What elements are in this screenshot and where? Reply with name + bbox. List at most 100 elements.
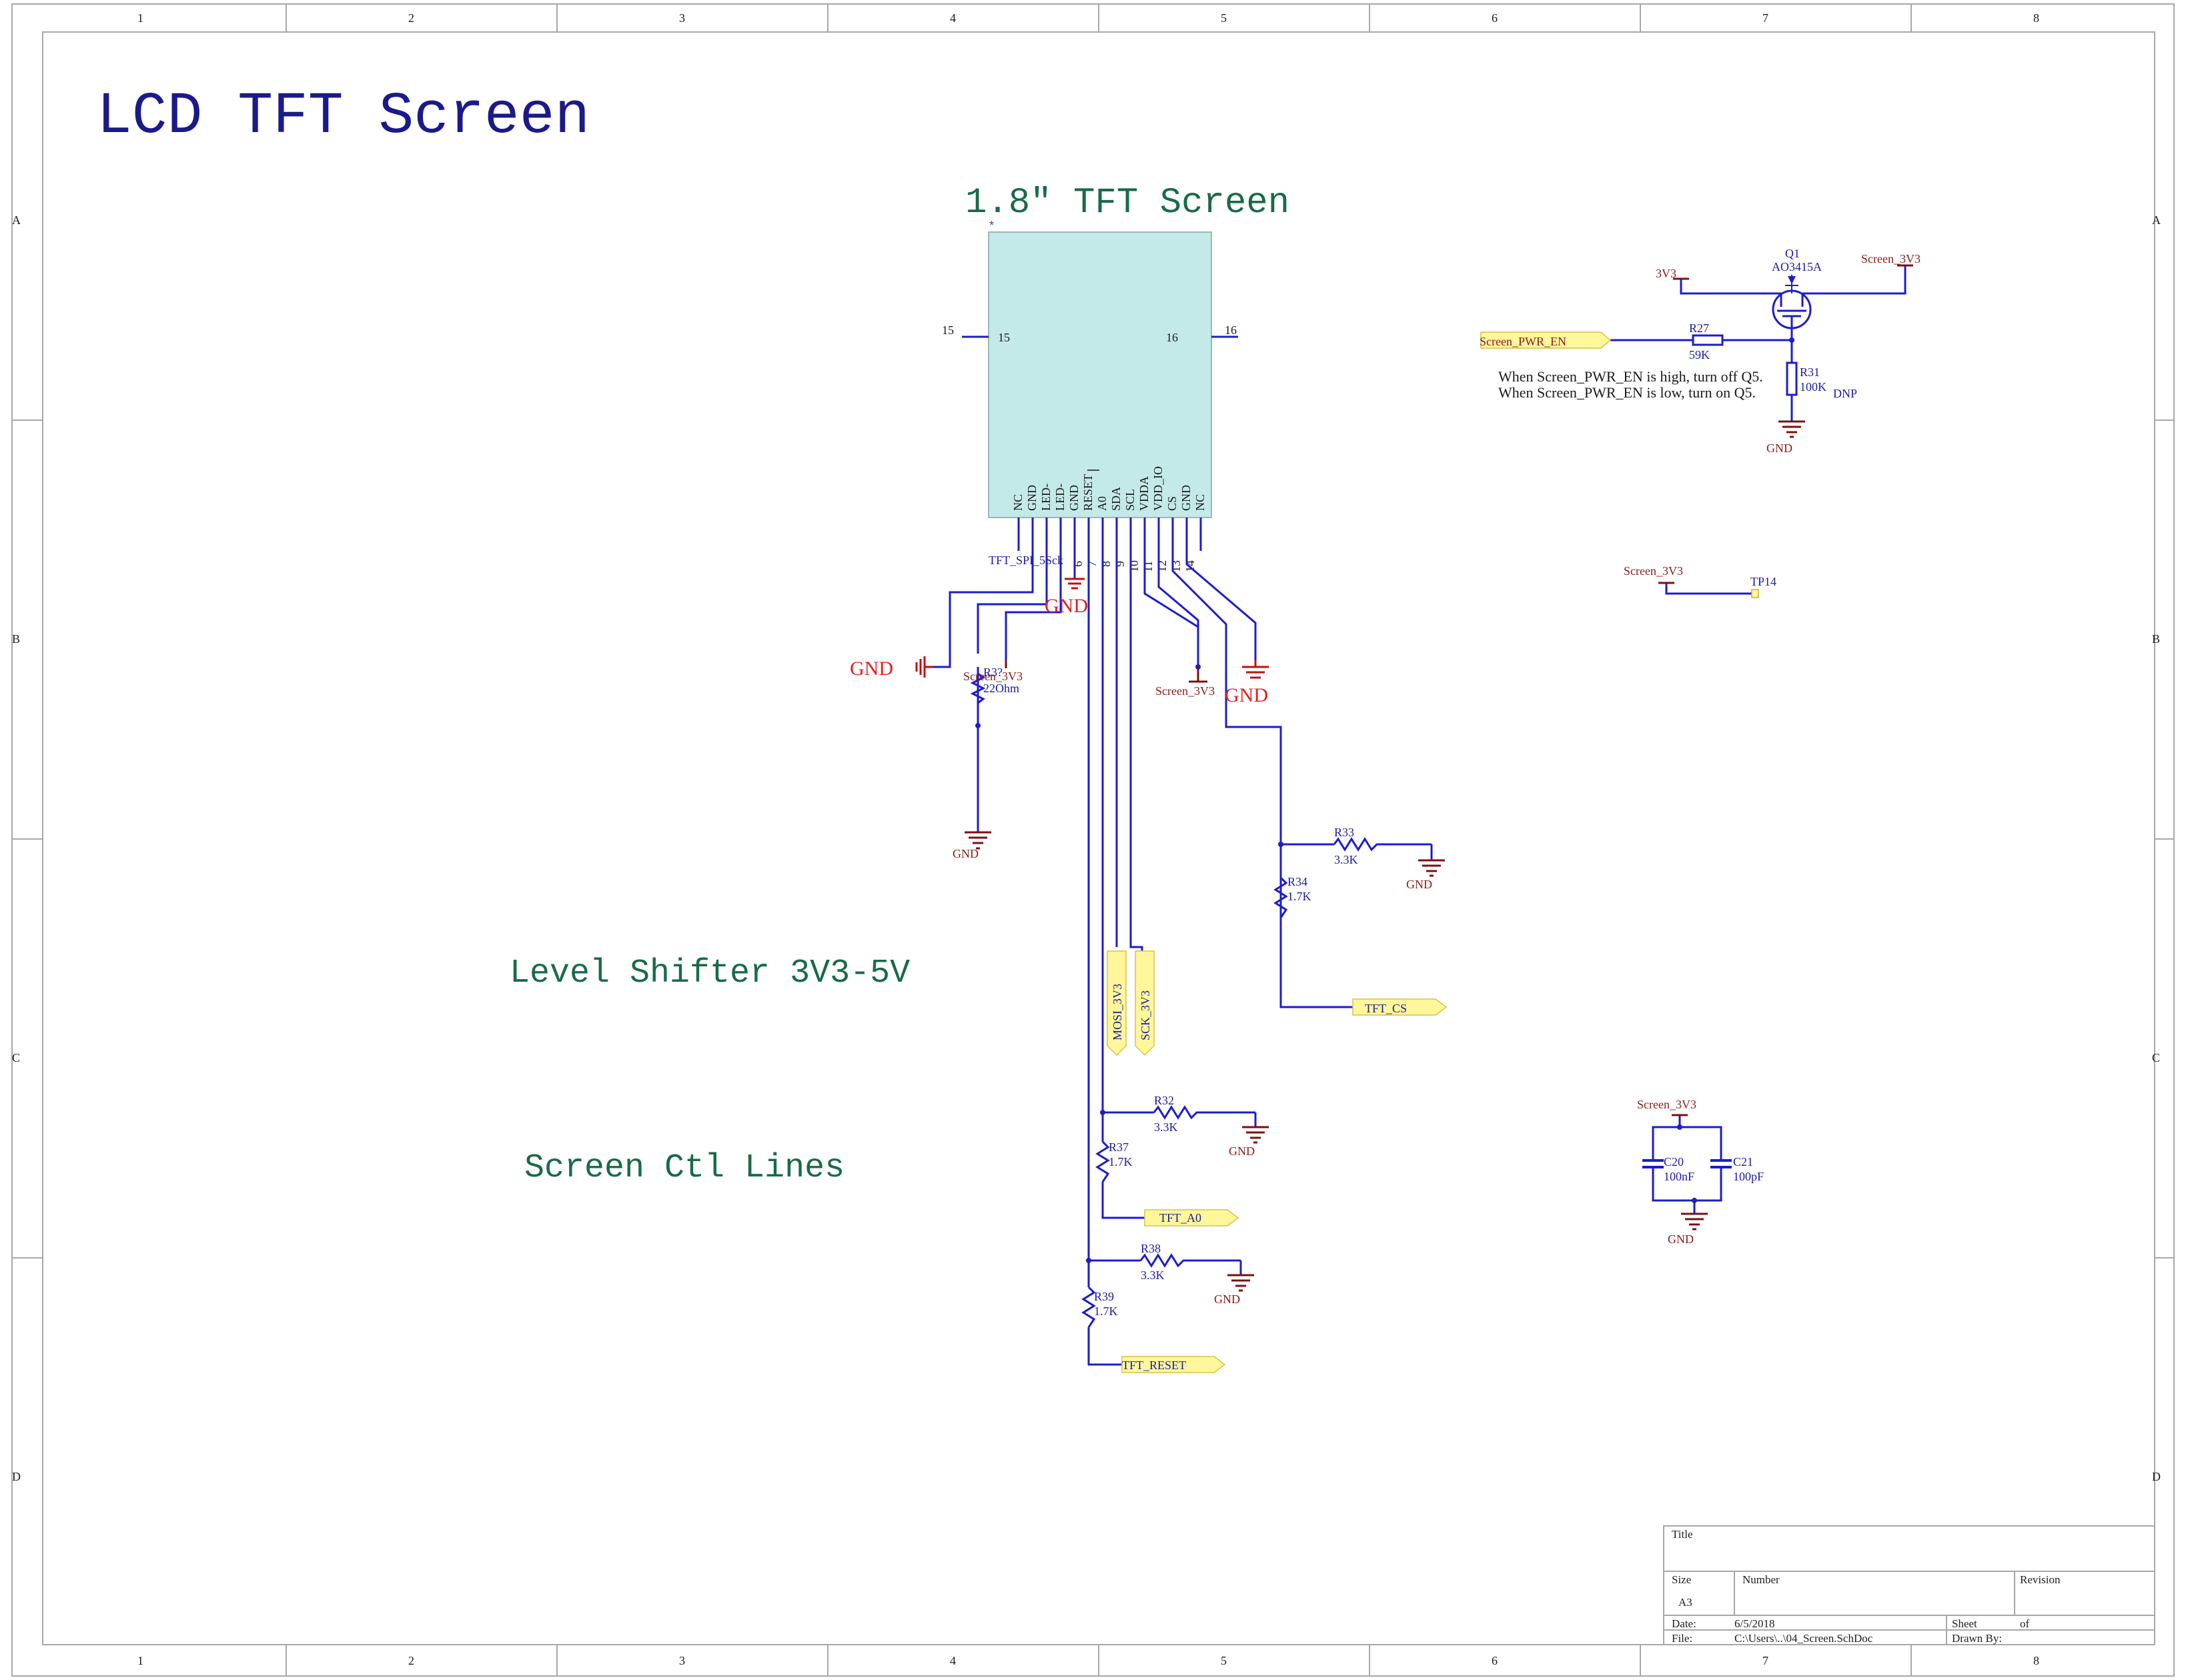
gnd-r33-symbol <box>1418 859 1445 877</box>
pin-number-13: 13 <box>1169 560 1183 572</box>
col-7-label-bottom: 7 <box>1762 1654 1768 1667</box>
gnd-red-left-symbol <box>915 656 933 678</box>
resistor-r31-symbol[interactable] <box>1786 361 1798 396</box>
r33-value: 3.3K <box>1334 853 1358 866</box>
col-6-label-bottom: 6 <box>1492 1654 1498 1667</box>
r37-ref: R37 <box>1109 1140 1129 1154</box>
junction-cap-bottom <box>1692 1198 1697 1203</box>
pin-name-13: GND <box>1179 485 1193 511</box>
screen-pwr-en-label: Screen_PWR_EN <box>1480 335 1566 348</box>
gnd-led-symbol <box>965 831 991 850</box>
row-a-label: A <box>12 213 21 227</box>
frame-row-labels: A B C D A B C D <box>12 213 2161 1483</box>
screen-label: 1.8" TFT Screen <box>965 183 1289 223</box>
gnd-r31-symbol <box>1778 420 1805 438</box>
pin-name-12: CS <box>1165 496 1179 511</box>
tft-a0-flag[interactable] <box>1144 1209 1239 1226</box>
pin-name-4: LED- <box>1053 484 1067 511</box>
r27-value: 59K <box>1689 348 1710 361</box>
col-1-label-bottom: 1 <box>137 1654 143 1667</box>
resistor-r38-symbol[interactable] <box>1139 1253 1187 1268</box>
col-3-label: 3 <box>679 11 685 25</box>
c21-ref: C21 <box>1733 1155 1753 1168</box>
gnd-r33-label: GND <box>1406 878 1432 891</box>
capacitor-c20-symbol[interactable] <box>1642 1159 1664 1168</box>
col-3-label-bottom: 3 <box>679 1654 685 1667</box>
tft-a0-label: TFT_A0 <box>1159 1211 1201 1224</box>
resistor-r39-symbol[interactable] <box>1081 1286 1096 1328</box>
resistor-r33-symbol[interactable] <box>1333 837 1381 852</box>
r31-dnp: DNP <box>1833 387 1857 400</box>
pwr-note-line2: When Screen_PWR_EN is low, turn on Q5. <box>1498 384 1756 401</box>
resistor-r34-symbol[interactable] <box>1273 876 1288 918</box>
r-led-value: 22Ohm <box>983 682 1019 695</box>
resistor-r27-symbol[interactable] <box>1692 334 1724 346</box>
r27-ref: R27 <box>1689 321 1709 335</box>
r-led-ref: R3? <box>983 666 1003 679</box>
pin-name-6: RESET <box>1081 474 1095 511</box>
r38-value: 3.3K <box>1141 1269 1165 1282</box>
screen-3v3-q1-label: Screen_3V3 <box>1861 252 1921 265</box>
gnd-red-pin5-symbol <box>1065 578 1085 590</box>
pin-name-8: SDA <box>1109 487 1123 511</box>
gnd-r32-symbol <box>1242 1126 1269 1144</box>
tft-reset-flag[interactable] <box>1121 1356 1226 1373</box>
col-8-label: 8 <box>2033 11 2039 25</box>
sck-flag[interactable] <box>1135 950 1155 1056</box>
screen-left-wiring <box>933 551 1076 832</box>
a0-divider-wiring <box>1101 1111 1257 1219</box>
tft-screen-body[interactable] <box>988 231 1212 518</box>
capacitor-c21-symbol[interactable] <box>1710 1159 1732 1168</box>
pwr-note-line1: When Screen_PWR_EN is high, turn off Q5. <box>1498 368 1763 385</box>
pin-number-6: 6 <box>1071 561 1085 567</box>
level-shifter-note: Level Shifter 3V3-5V <box>510 954 910 992</box>
col-8-label-bottom: 8 <box>2033 1654 2039 1667</box>
mosfet-q1-symbol[interactable] <box>1772 275 1812 329</box>
screen-pin-leads <box>1017 518 1202 551</box>
row-b-label-right: B <box>2152 632 2160 646</box>
r31-ref: R31 <box>1800 365 1820 379</box>
resistor-r37-symbol[interactable] <box>1095 1140 1110 1182</box>
gnd-red-left-label: GND <box>850 658 893 680</box>
pin-name-11: VDD_IO <box>1151 466 1165 511</box>
tb-of-label: of <box>2020 1617 2030 1630</box>
ctl-lines-note: Screen Ctl Lines <box>524 1149 845 1187</box>
r32-ref: R32 <box>1154 1094 1174 1107</box>
c20-value: 100nF <box>1664 1170 1694 1183</box>
col-4-label: 4 <box>950 11 956 25</box>
v3v3-label: 3V3 <box>1656 267 1676 280</box>
gnd-cap-label: GND <box>1668 1232 1694 1246</box>
tb-revision-label: Revision <box>2020 1573 2061 1586</box>
sheet-frame <box>11 3 2175 1677</box>
screen-3v3-tp-label: Screen_3V3 <box>1624 564 1683 578</box>
gnd-r38-symbol <box>1227 1274 1254 1292</box>
tp14-pad[interactable] <box>1751 589 1759 598</box>
col-5-label-bottom: 5 <box>1221 1654 1227 1667</box>
pin-name-2: GND <box>1025 485 1039 511</box>
tb-sheet-label: Sheet <box>1952 1617 1977 1630</box>
c20-ref: C20 <box>1664 1155 1684 1168</box>
col-1-label: 1 <box>137 11 143 25</box>
row-d-label-right: D <box>2152 1470 2161 1483</box>
tft-cs-flag[interactable] <box>1352 998 1448 1016</box>
resistor-led-symbol[interactable] <box>970 672 986 704</box>
resistor-r32-symbol[interactable] <box>1153 1105 1201 1120</box>
tb-date-value: 6/5/2018 <box>1734 1617 1774 1630</box>
col-2-label-bottom: 2 <box>408 1654 414 1667</box>
pin-number-11: 11 <box>1141 561 1155 572</box>
r32-value: 3.3K <box>1154 1120 1178 1134</box>
r38-ref: R38 <box>1141 1242 1161 1255</box>
mosi-label: MOSI_3V3 <box>1111 984 1124 1040</box>
r34-ref: R34 <box>1287 875 1307 888</box>
r31-value: 100K <box>1800 380 1826 393</box>
power-switch-wiring <box>1610 265 1906 422</box>
junction-led <box>975 723 981 728</box>
screen-pwr-en-flag[interactable] <box>1480 331 1612 349</box>
tp14-ref: TP14 <box>1750 575 1776 588</box>
frame-column-labels-bottom: 1 2 3 4 5 6 7 8 <box>137 1654 2039 1667</box>
pin-name-1: NC <box>1011 494 1025 511</box>
q1-ref: Q1 <box>1785 247 1800 260</box>
r33-ref: R33 <box>1334 826 1354 839</box>
mosi-flag[interactable] <box>1107 950 1127 1056</box>
